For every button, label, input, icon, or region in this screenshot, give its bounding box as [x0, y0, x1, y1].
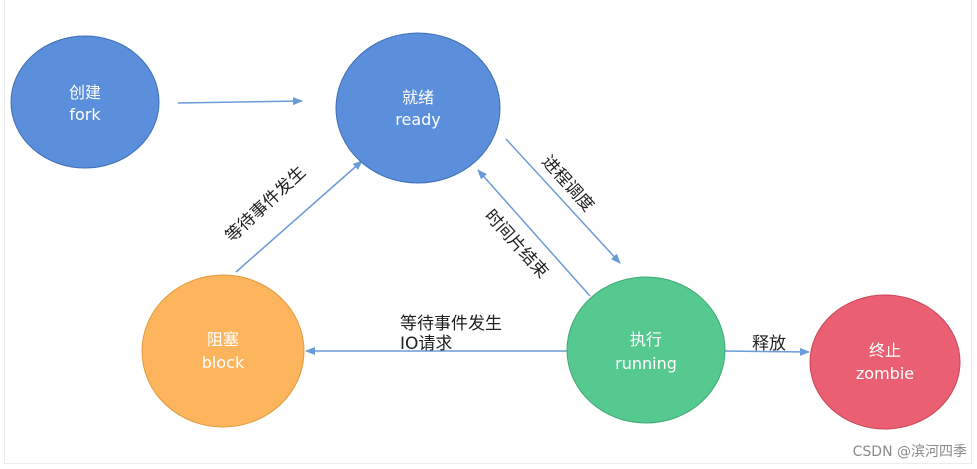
- arrow-ready-to-running: [505, 138, 621, 264]
- node-zombie-shape: [809, 294, 961, 430]
- node-zombie-subtitle: zombie: [856, 364, 914, 383]
- arrow-running-to-zombie: [723, 347, 810, 356]
- node-ready-title: 就绪: [402, 88, 434, 107]
- arrow-running-to-ready: [477, 169, 591, 297]
- node-zombie-title: 终止: [869, 341, 901, 360]
- edge-label-running-to-zombie: 释放: [752, 334, 786, 354]
- node-running-shape: [566, 276, 726, 424]
- node-running-subtitle: running: [615, 354, 677, 373]
- node-running: 执行 running: [566, 276, 726, 424]
- diagram-frame: [4, 0, 972, 464]
- node-fork-title: 创建: [69, 83, 101, 102]
- node-ready-shape: [335, 32, 501, 184]
- node-running-title: 执行: [630, 330, 662, 349]
- edge-label-block-to-ready: 等待事件发生: [222, 162, 310, 246]
- edge-label-running-to-ready: 时间片结束: [480, 206, 552, 283]
- edge-label-running-to-block-line2: IO请求: [400, 334, 452, 354]
- node-fork-shape: [10, 35, 160, 169]
- arrow-fork-to-ready: [177, 97, 303, 106]
- node-fork-subtitle: fork: [69, 105, 101, 124]
- node-zombie: 终止 zombie: [809, 294, 961, 430]
- node-block-shape: [141, 274, 305, 428]
- watermark: CSDN @滨河四季: [853, 444, 967, 460]
- arrow-block-to-ready: [235, 160, 363, 273]
- node-block: 阻塞 block: [141, 274, 305, 428]
- node-ready: 就绪 ready: [335, 32, 501, 184]
- node-block-title: 阻塞: [207, 330, 239, 349]
- node-fork: 创建 fork: [10, 35, 160, 169]
- edge-label-running-to-block-line1: 等待事件发生: [400, 314, 502, 334]
- node-ready-subtitle: ready: [395, 110, 441, 129]
- arrows: [177, 97, 810, 356]
- node-block-subtitle: block: [202, 353, 245, 372]
